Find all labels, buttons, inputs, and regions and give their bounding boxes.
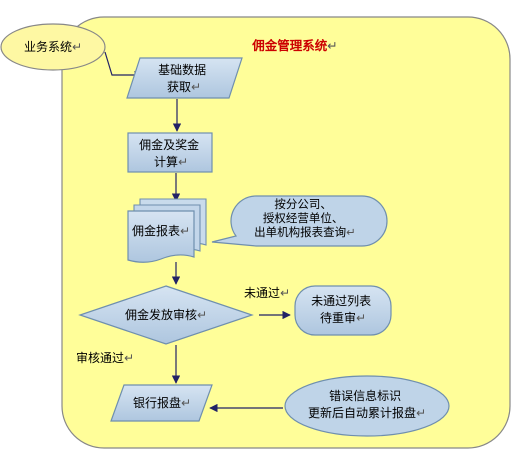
bank-node [110,384,213,422]
system-title: 佣金管理系统↵ [251,38,338,53]
external-system-ellipse [0,23,106,71]
not-passed-label: 未通过↵ [244,286,290,300]
review-label: 佣金发放审核↵ [125,307,207,322]
calc-node [127,132,213,173]
report-label: 佣金报表↵ [132,223,190,238]
passed-label: 审核通过↵ [76,350,134,365]
edge-external-to-fetch [104,51,143,80]
bank-label: 银行报盘↵ [133,395,191,410]
report-node [127,198,207,263]
data-fetch-node [126,57,243,99]
query-label: 按分公司、 授权经营单位、 出单机构报表查询↵ [254,197,356,239]
external-system-label: 业务系统↵ [24,39,82,54]
review-node [78,285,254,345]
error-mark-node [284,375,450,437]
calc-label: 佣金及奖金 计算↵ [139,137,203,169]
query-callout [211,195,388,247]
error-mark-label: 错误信息标识 更新后自动累计报盘↵ [308,388,426,420]
not-passed-list-node [294,285,392,336]
not-passed-list-label: 未通过列表 待重审↵ [311,294,375,325]
data-fetch-label: 基础数据 获取↵ [158,62,210,94]
